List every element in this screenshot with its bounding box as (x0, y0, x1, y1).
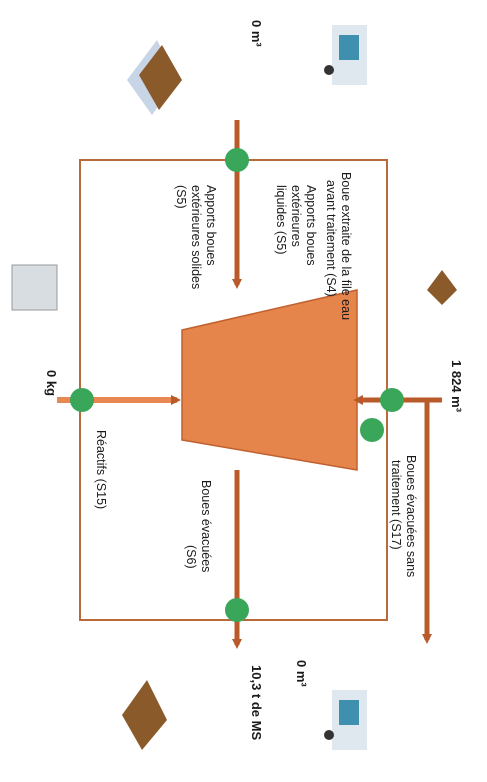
sludge-block-icon (122, 680, 167, 750)
s5-value: 0 m³ (249, 20, 264, 47)
sludge-block-icon (427, 270, 457, 305)
truck-icon (324, 690, 367, 750)
s17-value: 0 m³ (294, 660, 309, 687)
s6-label-line-2: (S6) (184, 545, 198, 569)
node-s6 (225, 598, 249, 622)
node-s17 (360, 418, 384, 442)
node-s15 (70, 388, 94, 412)
node-s4 (380, 388, 404, 412)
chemical-container-icon (11, 264, 58, 311)
s17-label-line-2: traitement (S17) (389, 460, 403, 550)
s4-label-line-2: avant traitement (S4) (324, 180, 338, 297)
s5-solid-label-line-2: extérieures solides (189, 185, 203, 289)
node-s5 (225, 148, 249, 172)
s4-label-line-1: Boue extraite de la file eau (339, 172, 353, 320)
s15-label: Réactifs (S15) (94, 430, 108, 509)
dewatering-unit (181, 289, 358, 471)
s5-liquid-label-line-3: liquides (S5) (274, 185, 288, 254)
sludge-block-icon (127, 40, 182, 115)
s5-solid-label-line-1: Apports boues (204, 185, 218, 266)
s6-label-line-1: Boues évacuées (199, 480, 213, 572)
s15-value: 0 kg (44, 370, 59, 396)
s5-liquid-label-line-2: extérieures (289, 185, 303, 247)
s5-solid-label-line-3: (S5) (174, 185, 188, 209)
s6-value: 10,3 t de MS (249, 665, 264, 740)
s17-label-line-1: Boues évacuées sans (404, 455, 418, 577)
truck-icon (324, 25, 367, 85)
s5-liquid-label-line-1: Apports boues (304, 185, 318, 266)
s4-value: 1 824 m³ (449, 360, 464, 413)
